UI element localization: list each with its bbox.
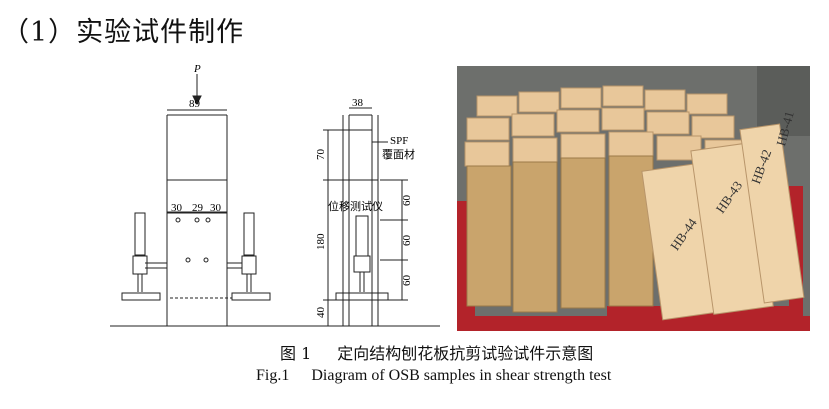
side-label-2: 60 xyxy=(401,235,413,247)
figure-number-en: Fig.1 xyxy=(256,367,290,384)
specimen-drawing: P 89 30 29 30 38 SPF 覆面材 位移测试仪 70 180 40… xyxy=(110,63,440,327)
width-label-left: 89 xyxy=(189,98,201,110)
spf-label: SPF xyxy=(390,135,408,147)
width-label-right: 38 xyxy=(352,97,364,109)
cover-label: 覆面材 xyxy=(382,147,415,161)
side-label-3: 60 xyxy=(401,275,413,287)
height-label-40: 40 xyxy=(315,307,327,319)
specimen-photo: HB-44 HB-43 HB-42 HB-41 xyxy=(457,66,810,331)
figure-caption-en-text: Diagram of OSB samples in shear strength… xyxy=(311,367,612,384)
height-label-180: 180 xyxy=(315,233,327,250)
height-label-70: 70 xyxy=(315,149,327,161)
section-heading: （1）实验试件制作 xyxy=(2,17,245,48)
figure-caption-cn: 图 1 定向结构刨花板抗剪试验试件示意图 xyxy=(280,340,593,364)
figure-caption-cn-text: 定向结构刨花板抗剪试验试件示意图 xyxy=(337,344,594,363)
hole-spacing-1: 30 xyxy=(171,202,183,214)
hole-spacing-2: 29 xyxy=(192,202,204,214)
sensor-label: 位移测试仪 xyxy=(328,199,383,213)
hole-spacing-3: 30 xyxy=(210,202,222,214)
figure-number-cn: 图 1 xyxy=(280,344,312,363)
load-label: P xyxy=(193,63,201,75)
side-label-1: 60 xyxy=(401,195,413,207)
figure-caption-en: Fig.1 Diagram of OSB samples in shear str… xyxy=(256,367,611,385)
